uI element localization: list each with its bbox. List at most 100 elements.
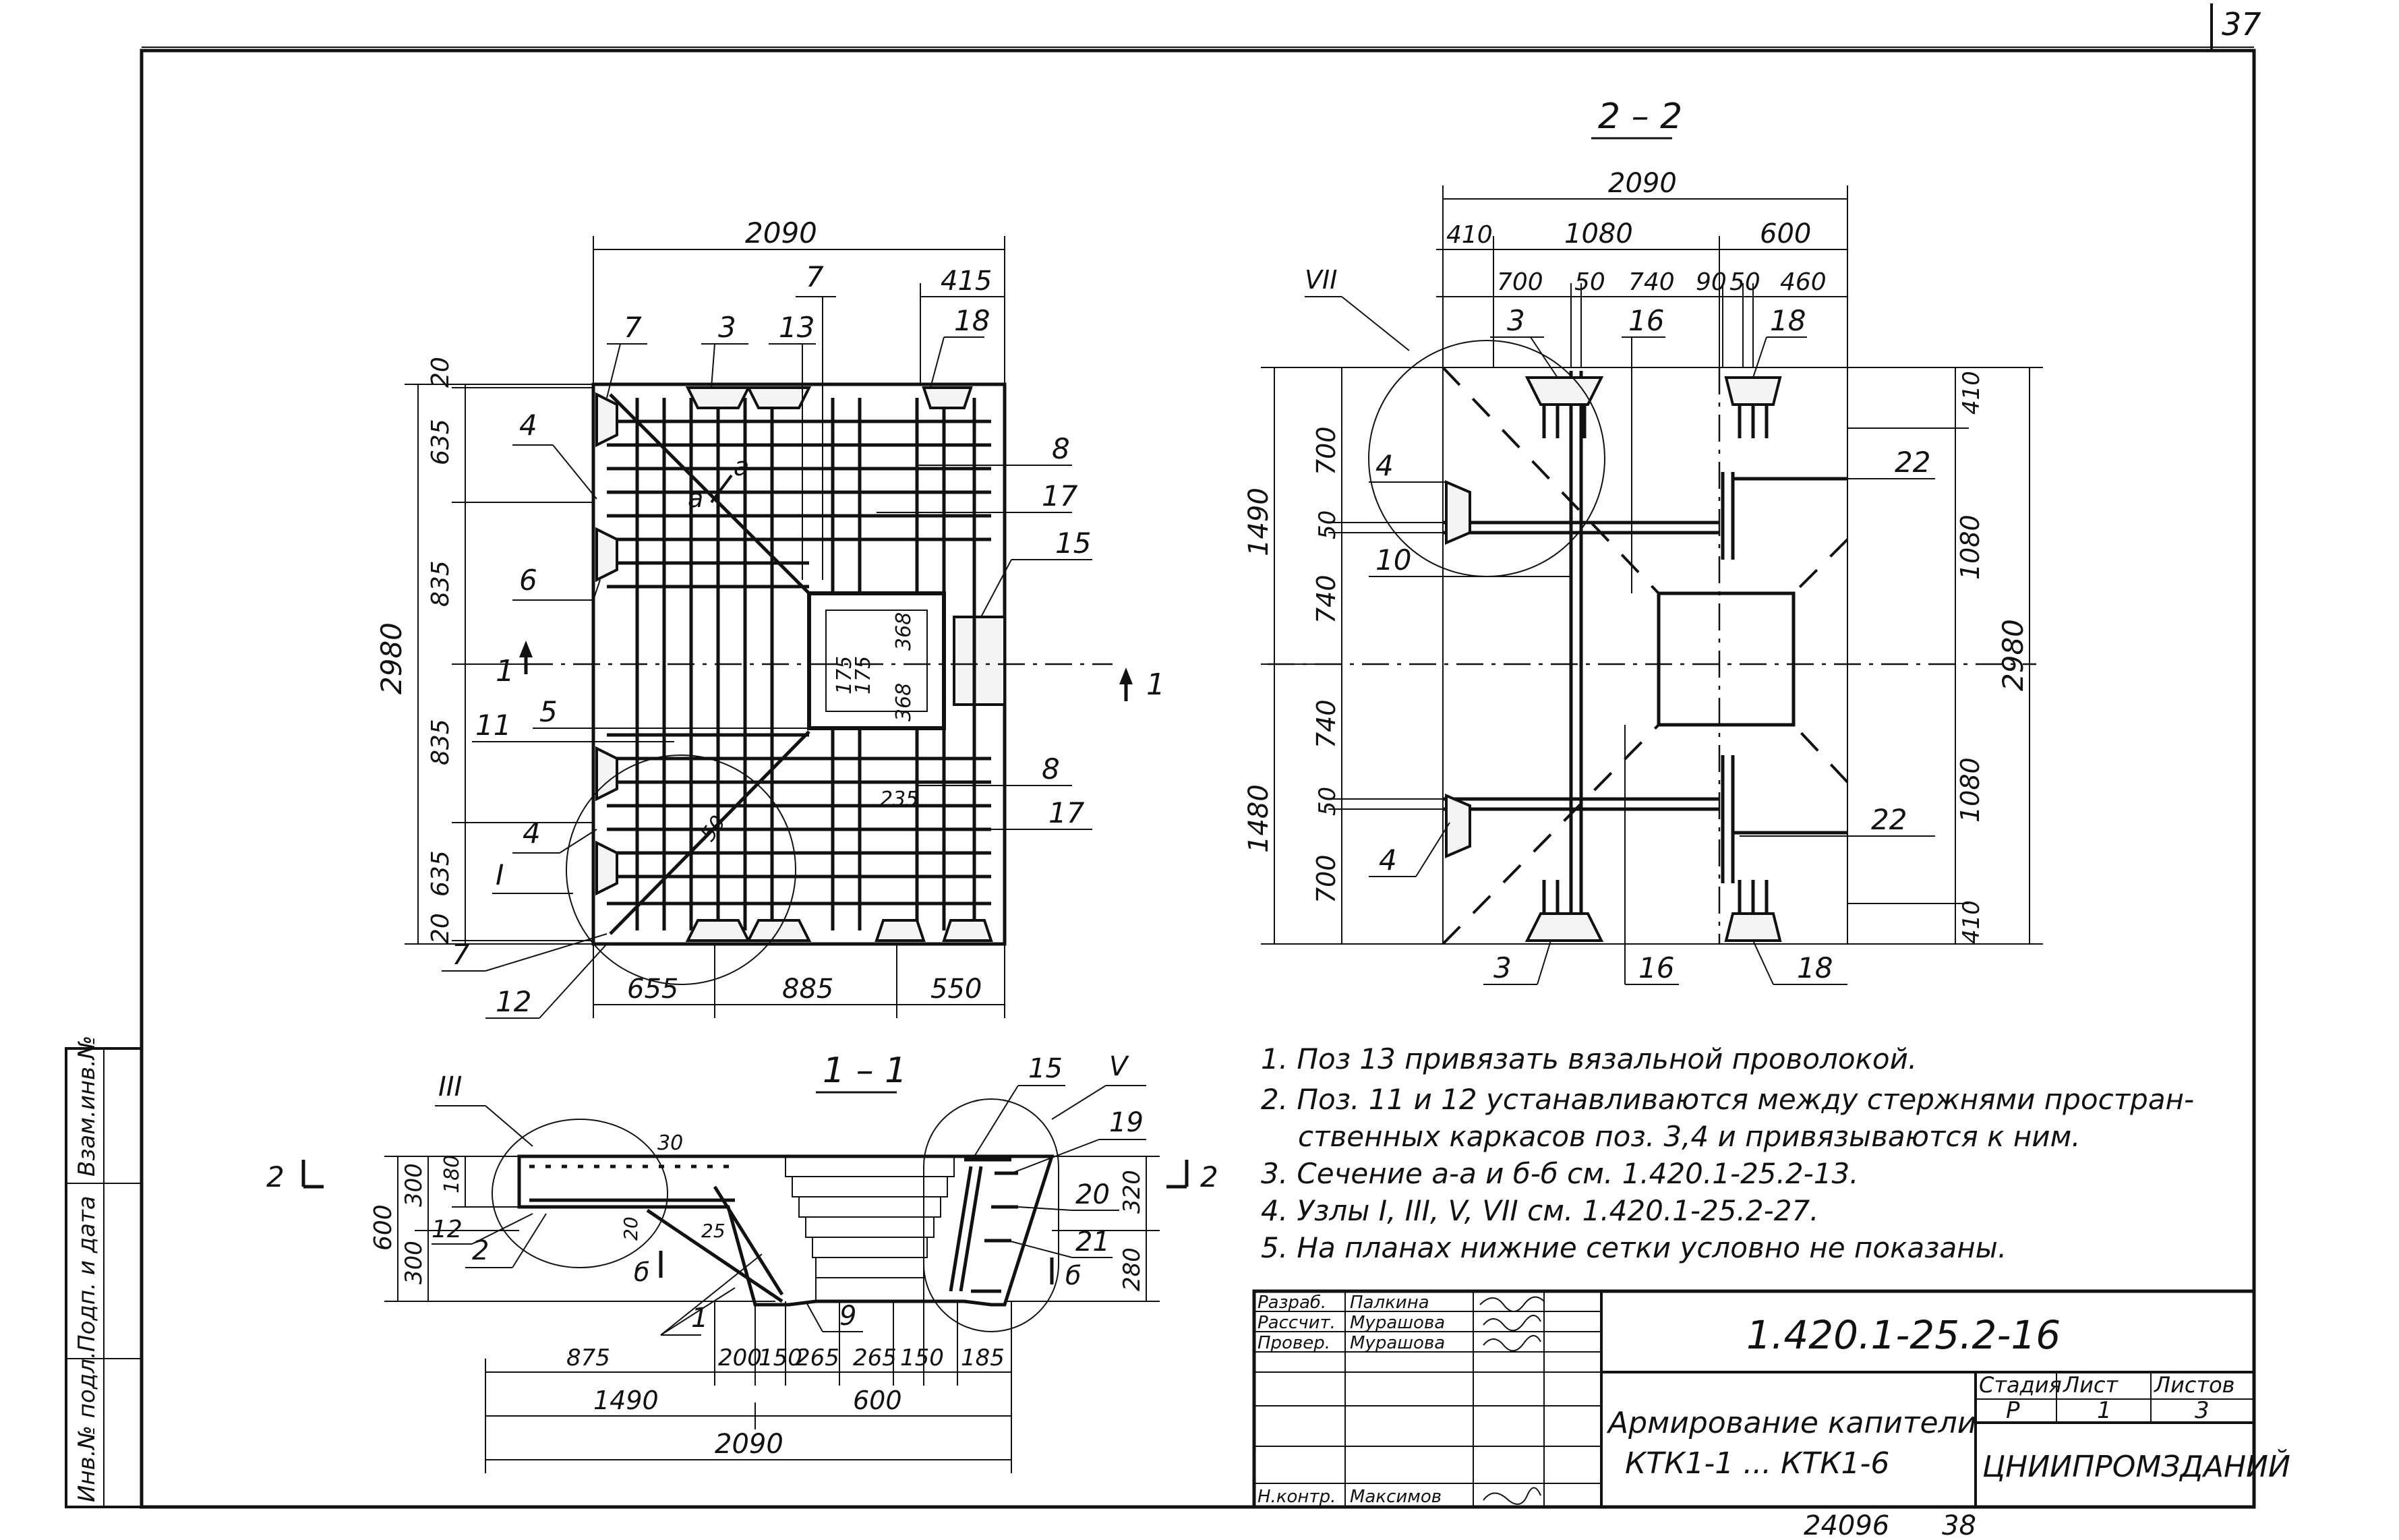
plan-pos15-block [953,616,1006,706]
sec11-callouts: III V 15 19 20 21 2 12 1 9 [432,1051,1146,1336]
sec22-dim-right-3: 410 [1958,900,1985,944]
plan-callout-node-I: I [496,858,504,891]
sec22-dim-row2-3: 90 [1696,268,1727,296]
sec22-dim-right-1: 1080 [1955,514,1985,580]
tb-sheets-value: 3 [2195,1397,2210,1424]
note-5: 5. На планах нижние сетки условно не пок… [1261,1231,2007,1264]
plan-diagonal-bar-a [609,393,810,595]
sec22-dim-row1-2: 600 [1760,218,1811,249]
tb-role-1: Рассчит. [1257,1313,1336,1333]
plan-inner-dim-2: 175 [852,656,875,694]
plan-small-dim-235: 235 [880,788,918,811]
sec11-callout-12: 12 [432,1216,463,1243]
sec22-dim-row2-0: 700 [1497,268,1543,296]
plan-callout-17b: 17 [1048,796,1085,829]
plan-node-circle-I [566,754,796,985]
plan-callout-5: 5 [539,695,558,728]
tb-name-0: Палкина [1350,1293,1429,1313]
tb-sheet-value: 1 [2097,1397,2112,1424]
plan-dims-top: 2090 415 [593,216,1005,384]
plan-callout-4b: 4 [523,817,541,850]
sec11-callout-21: 21 [1075,1226,1110,1257]
plan-callout-15: 15 [1055,527,1091,560]
sec22-dim-right-2: 1080 [1955,757,1985,823]
plan-callout-12: 12 [496,985,531,1018]
plan-cut-mark: а [688,483,703,513]
sec22-dim-top-total: 2090 [1608,168,1677,199]
section-2-2-title: 2 – 2 [1598,96,1682,137]
plan-column-head [807,591,946,730]
tb-role-0: Разраб. [1257,1293,1326,1313]
note-4: 4. Узлы I, III, V, VII см. 1.420.1-25.2-… [1261,1194,1819,1227]
sec22-callout-3b: 3 [1493,951,1512,984]
sec11-callout-15: 15 [1028,1053,1063,1084]
sec11-node-label-V: V [1109,1051,1129,1082]
tb-title-line2: КТК1-1 ... КТК1-6 [1625,1446,1889,1481]
sec22-dim-left-outer-0: 1490 [1243,487,1274,556]
plan-cut-mark-2: а [734,452,749,481]
plan-dim-bottom-1: 885 [782,974,833,1005]
sec11-small-dim-25: 25 [701,1220,725,1242]
sec11-section-mark-left: 2 [266,1160,285,1193]
sec22-dim-row1-0: 410 [1446,221,1493,249]
sec22-callout-18a: 18 [1770,304,1806,337]
sec11-small-dim-30: 30 [657,1131,683,1155]
plan-dims-left: 2980 20 635 835 835 635 20 [375,357,593,945]
plan-callout-6: 6 [519,564,537,597]
plan-section-mark-left: 1 [496,654,514,688]
sec22-dim-row2-5: 460 [1780,268,1827,296]
section-1-1: 1 – 1 2 2 [266,1050,1218,1473]
note-2-cont: ственных каркасов поз. 3,4 и привязывают… [1298,1120,2081,1153]
tb-signatures [1479,1296,1545,1505]
sec11-dim-b2-0: 1490 [593,1386,659,1415]
sec11-callout-19: 19 [1109,1107,1144,1138]
sec11-dims-right: 320 280 [1005,1156,1160,1302]
sec22-dim-left-outer-1: 1480 [1243,784,1274,853]
plan-inner-dim-1: 175 [833,656,856,694]
plan-callout-11: 11 [475,709,511,742]
sec22-bars [1443,371,1847,937]
bottom-page: 38 [1942,1510,1976,1540]
sec11-dim-b1-6: 185 [961,1344,1005,1371]
section-1-1-title: 1 – 1 [823,1050,907,1091]
sec11-callout-9: 9 [839,1301,856,1332]
sec11-dim-right-280: 280 [1119,1247,1146,1291]
sec11-dim-right-320: 320 [1119,1170,1146,1214]
sec22-callout-4a: 4 [1375,449,1394,482]
sec22-callout-16a: 16 [1628,304,1664,337]
side-stamp: Инв.№ подл. Подп. и дата Взам.инв.№ [65,1036,143,1508]
sec11-node-label-III: III [438,1071,462,1102]
note-1: 1. Поз 13 привязать вязальной проволокой… [1261,1042,1917,1075]
plan-dim-left-0: 20 [427,357,454,388]
plan-callout-8a: 8 [1052,432,1070,465]
sec11-dim-b2-1: 600 [853,1386,902,1415]
sec22-callout-3a: 3 [1507,304,1525,337]
page-number: 37 [2222,6,2261,42]
sec22-dim-left-inner-0: 700 [1311,426,1341,475]
plan-dim-left-1: 635 [427,419,454,465]
plan-callout-7b: 7 [806,260,824,293]
sec11-dim-b1-5: 150 [900,1344,944,1371]
tb-name-1: Мурашова [1350,1313,1445,1333]
sec11-dim-b1-2: 150 [759,1344,802,1371]
tb-title-line1: Армирование капители [1606,1406,1976,1440]
sec22-callout-4b: 4 [1379,843,1397,877]
sec11-dim-left-180: 180 [440,1155,464,1193]
sec22-dims-left: 1490 1480 700 50 740 740 50 700 [1243,367,1443,945]
tb-stage-label: Стадия [1979,1372,2062,1398]
stamp-sign-date: Подп. и дата [73,1195,100,1352]
plan-dim-top-right: 415 [941,266,992,297]
sec11-dims-bottom: 875 200 150 265 265 150 185 1490 600 209… [485,1301,1012,1473]
sec11-dim-b1-1: 200 [718,1344,762,1371]
sec11-small-dim-20: 20 [620,1216,642,1241]
sec22-dim-row2-1: 50 [1574,268,1605,296]
plan-section-1-marks: 1 1 [496,641,1165,702]
tb-name-6: Максимов [1350,1487,1442,1507]
sec22-callout-22b: 22 [1871,803,1907,836]
sec11-dim-left-300b: 300 [401,1241,427,1284]
sec11-funnel [785,1156,955,1302]
section-2-2: 2 – 2 [1243,96,2043,985]
sec11-dim-b1-4: 265 [853,1344,897,1371]
sec22-dim-left-inner-1: 50 [1314,510,1341,539]
